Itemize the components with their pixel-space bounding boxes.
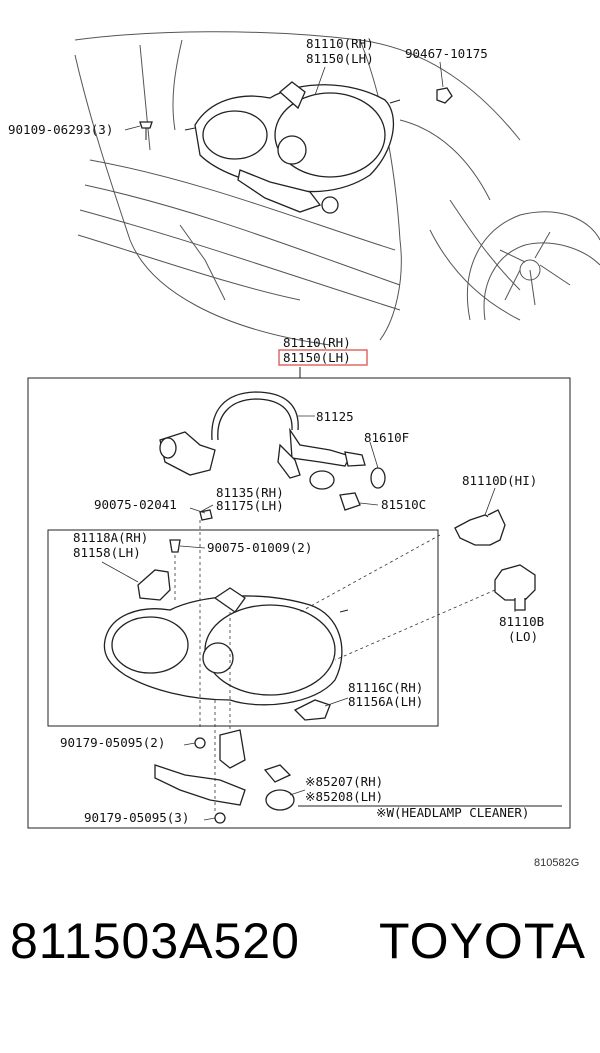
label-top-90109: 90109-06293(3) bbox=[8, 122, 113, 137]
headlamp-housing-assembly bbox=[103, 587, 349, 706]
label-top-90467: 90467-10175 bbox=[405, 46, 488, 61]
bulb-81110d-hi-icon bbox=[454, 509, 506, 546]
label-90179-05095-3: 90179-05095(3) bbox=[84, 810, 189, 825]
bolt-90179-a-icon bbox=[194, 737, 206, 749]
bolt-90109-icon bbox=[139, 121, 153, 140]
wheel-spokes bbox=[499, 231, 571, 306]
brand-name: TOYOTA bbox=[379, 913, 586, 969]
label-90179-05095-2: 90179-05095(2) bbox=[60, 735, 165, 750]
label-81110b-lo: (LO) bbox=[508, 629, 538, 644]
label-81158-lh: 81158(LH) bbox=[73, 545, 141, 560]
headlamp-cleaner-icon bbox=[154, 729, 295, 811]
assembly-outer-frame bbox=[27, 377, 571, 829]
label-85207-rh: ※85207(RH) bbox=[305, 774, 383, 789]
label-headlamp-cleaner-note: ※W(HEADLAMP CLEANER) bbox=[376, 805, 529, 820]
label-81125: 81125 bbox=[316, 409, 354, 424]
label-90075-01009: 90075-01009(2) bbox=[207, 540, 312, 555]
wire-harness-81125-icon bbox=[159, 391, 366, 490]
car-body-outline bbox=[74, 31, 600, 346]
headlamp-top-view bbox=[184, 81, 401, 214]
label-81118a-rh: 81118A(RH) bbox=[73, 530, 148, 545]
screw-90075-02041-icon bbox=[199, 509, 213, 521]
label-81610f: 81610F bbox=[364, 430, 409, 445]
leader-lines bbox=[101, 415, 516, 821]
label-assembly-81110-rh: 81110(RH) bbox=[283, 335, 351, 350]
highlight-box bbox=[278, 349, 368, 366]
label-81510c: 81510C bbox=[381, 497, 426, 512]
assembly-inner-frame bbox=[47, 529, 439, 727]
bulb-81510c-icon bbox=[339, 492, 361, 511]
label-81175-lh: 81175(LH) bbox=[216, 498, 284, 513]
screw-90075-01009-icon bbox=[169, 539, 181, 553]
part-number: 811503A520 bbox=[10, 913, 300, 969]
label-assembly-81150-lh: 81150(LH) bbox=[283, 350, 351, 365]
bolt-90179-b-icon bbox=[214, 812, 226, 824]
bulb-81110b-lo-icon bbox=[494, 564, 536, 611]
label-90075-02041: 90075-02041 bbox=[94, 497, 177, 512]
label-81156a-lh: 81156A(LH) bbox=[348, 694, 423, 709]
bracket-81118a-icon bbox=[137, 569, 171, 601]
label-85208-lh: ※85208(LH) bbox=[305, 789, 383, 804]
label-top-81110-rh: 81110(RH) bbox=[306, 36, 374, 51]
footer: 811503A520 TOYOTA bbox=[0, 912, 600, 1022]
bulb-81610f-icon bbox=[370, 467, 386, 489]
figure-code: 810582G bbox=[534, 857, 579, 869]
label-81110d-hi: 81110D(HI) bbox=[462, 473, 537, 488]
adjuster-81116c-icon bbox=[293, 699, 331, 721]
label-81135-rh: 81135(RH) bbox=[216, 485, 284, 500]
label-81116c-rh: 81116C(RH) bbox=[348, 680, 423, 695]
label-81110b: 81110B bbox=[499, 614, 544, 629]
nut-90467-icon bbox=[436, 87, 453, 104]
label-top-81150-lh: 81150(LH) bbox=[306, 51, 374, 66]
